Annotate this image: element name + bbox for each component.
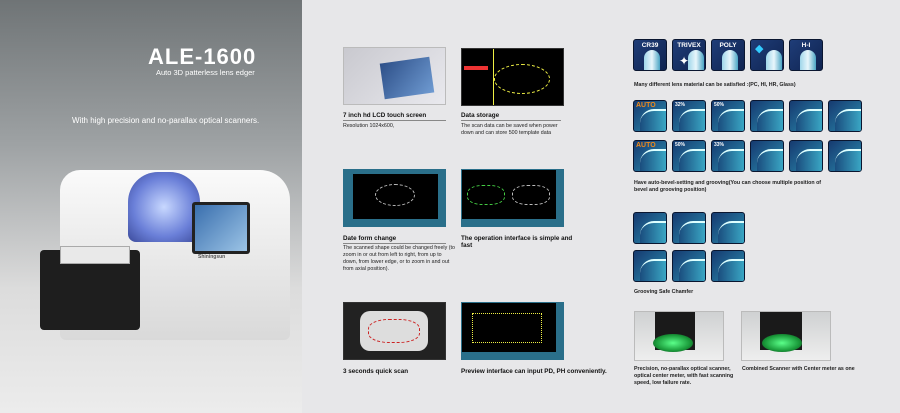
bevel-v-flat-icon — [789, 100, 823, 132]
scanner-caption: Precision, no-parallax optical scanner, … — [634, 366, 734, 387]
feature-desc: The scanned shape could be changed freel… — [343, 245, 455, 273]
bevel-auto-icon: AUTO — [633, 100, 667, 132]
bevel-50-icon: 50% — [711, 100, 745, 132]
optical-scanner-photo — [634, 311, 724, 361]
bevel-caption: Have auto-bevel-setting and grooving(You… — [634, 180, 822, 194]
feature-desc: Resolution 1024x600, — [343, 123, 395, 129]
product-subtitle: Auto 3D patterless lens edger — [156, 68, 255, 77]
material-cr39-icon: CR39 — [633, 39, 667, 71]
bevel-32-icon: 32% — [672, 100, 706, 132]
center-meter-photo — [741, 311, 831, 361]
product-title: ALE-1600 — [148, 44, 257, 69]
feature-title: Data storage — [461, 112, 561, 121]
grooving-caption: Grooving Safe Chamfer — [634, 289, 694, 295]
groove-icon — [750, 140, 784, 172]
product-tagline: With high precision and no-parallax opti… — [72, 116, 260, 125]
chamfer-option-icon — [711, 250, 745, 282]
chamfer-option-icon — [633, 250, 667, 282]
quick-scan-screen — [343, 302, 446, 360]
data-storage-screen — [461, 48, 564, 106]
scanner-caption: Combined Scanner with Center meter as on… — [742, 366, 855, 372]
feature-desc: The scan data can be saved when power do… — [461, 123, 558, 137]
touch-screen-photo — [343, 47, 446, 105]
groove-option-icon — [711, 212, 745, 244]
feature-title: The operation interface is simple and fa… — [461, 235, 573, 249]
material-diamond-icon: ◆ — [750, 39, 784, 71]
groove-33-icon: 33% — [711, 140, 745, 172]
chamfer-option-icon — [672, 250, 706, 282]
groove-option-icon — [633, 212, 667, 244]
groove-option-icon — [672, 212, 706, 244]
feature-title: Date form change — [343, 235, 446, 244]
preview-interface-screen — [461, 302, 564, 360]
material-trivex-icon: TRIVEX✦ — [672, 39, 706, 71]
material-hi-icon: H-I — [789, 39, 823, 71]
material-poly-icon: POLY — [711, 39, 745, 71]
groove-flat-icon — [789, 140, 823, 172]
bevel-chamfer-icon — [828, 100, 862, 132]
materials-caption: Many different lens material can be sati… — [634, 82, 796, 88]
feature-title: 7 inch hd LCD touch screen — [343, 112, 446, 121]
brand-logo: Shiningsun — [198, 254, 226, 260]
date-form-screen — [343, 169, 446, 227]
groove-50-icon: 50% — [672, 140, 706, 172]
groove-chamfer-icon — [828, 140, 862, 172]
feature-title: Preview interface can input PD, PH conve… — [461, 368, 607, 375]
hero-panel: ALE-1600 Auto 3D patterless lens edger W… — [0, 0, 302, 413]
feature-title: 3 seconds quick scan — [343, 368, 409, 375]
groove-auto-icon: AUTO — [633, 140, 667, 172]
lens-edger-machine-image: Shiningsun — [40, 150, 295, 370]
operation-interface-screen — [461, 169, 564, 227]
bevel-v-icon — [750, 100, 784, 132]
